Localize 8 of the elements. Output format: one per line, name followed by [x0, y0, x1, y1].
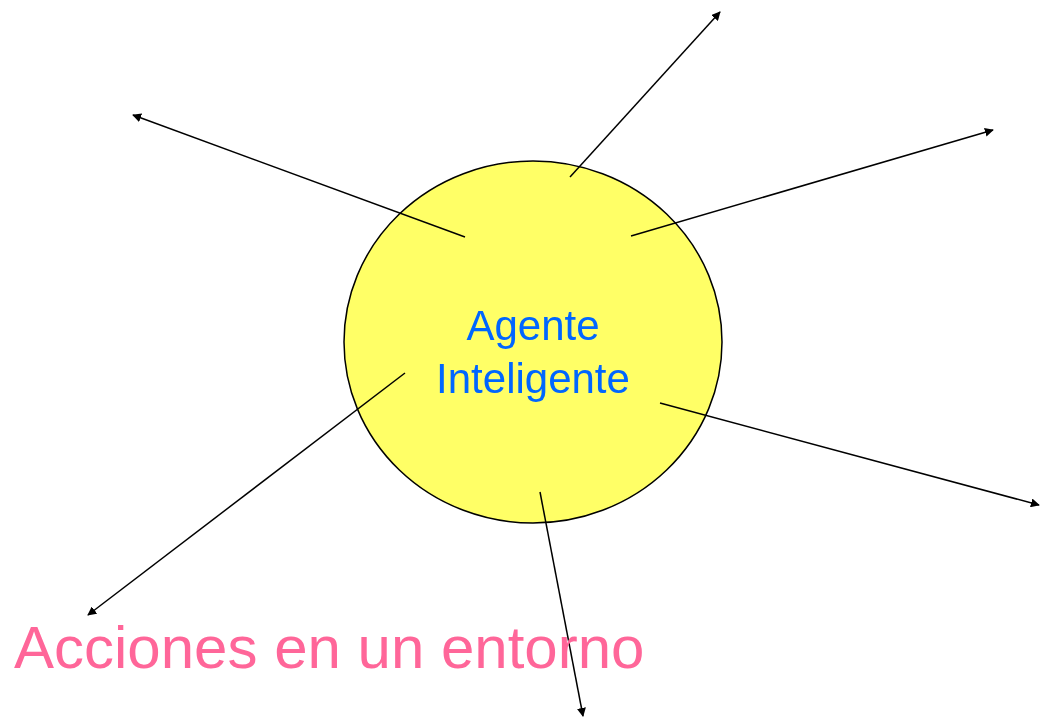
- arrow: [87, 372, 406, 616]
- arrow: [539, 491, 586, 717]
- agent-circle: [343, 160, 723, 524]
- node-label: Agente Inteligente: [435, 301, 631, 404]
- arrow: [630, 127, 994, 237]
- arrow: [659, 402, 1040, 508]
- arrow: [132, 113, 466, 238]
- arrow: [569, 11, 721, 178]
